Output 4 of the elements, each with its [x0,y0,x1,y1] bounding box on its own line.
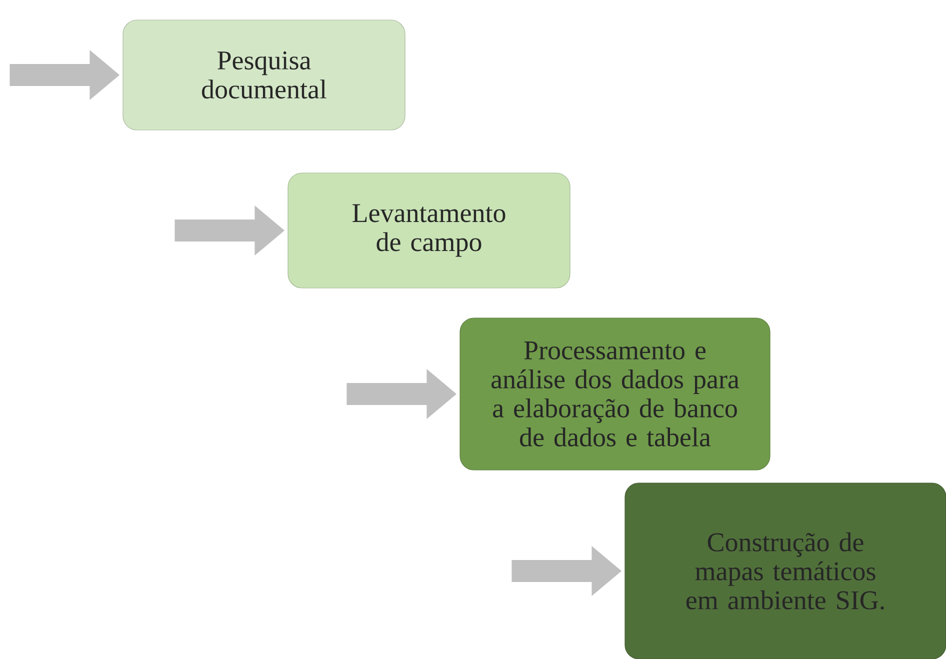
process-box: Construção de mapas temáticos em ambiente SIG. [624,482,946,659]
process-box: Levantamento de campo [288,172,570,288]
process-box: Processamento e análise dos dados para a elaboração de banco de dados e tabela [460,318,770,470]
process-box: Pesquisa documental [122,20,406,130]
